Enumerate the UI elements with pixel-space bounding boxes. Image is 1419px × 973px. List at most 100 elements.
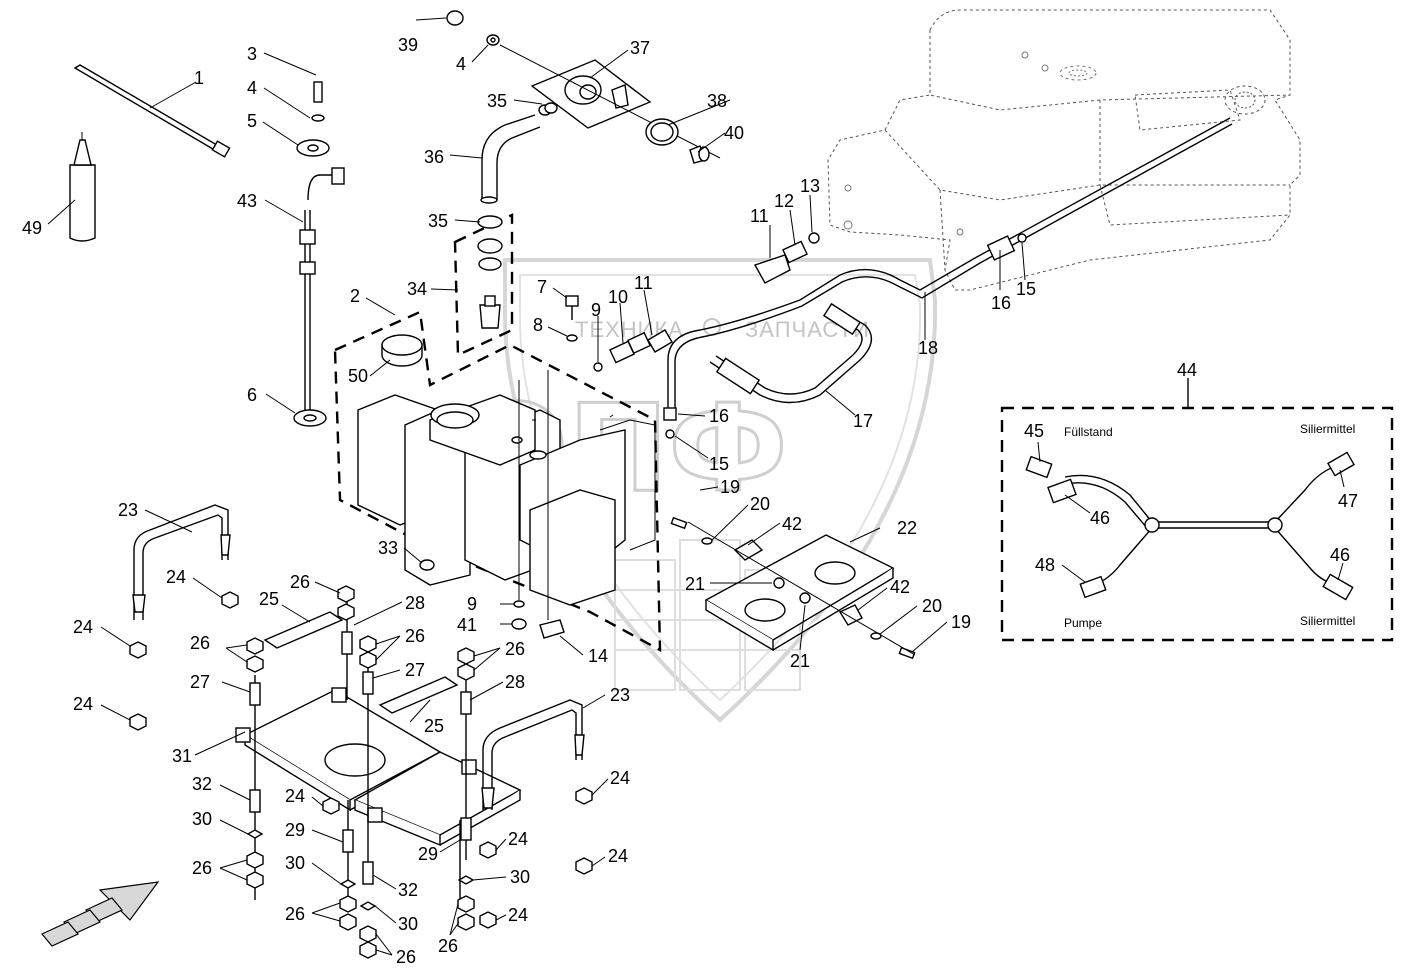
callout-30b: 30 — [285, 853, 305, 873]
callout-48: 48 — [1035, 555, 1055, 575]
callout-21: 21 — [685, 574, 705, 594]
group-34 — [453, 213, 514, 357]
cable-tie-1 — [73, 64, 231, 158]
hose-17 — [709, 302, 873, 404]
callout-24e: 24 — [285, 786, 305, 806]
callout-10: 10 — [608, 287, 628, 307]
callout-36: 36 — [424, 147, 444, 167]
callout-42: 42 — [782, 514, 802, 534]
callout-16b: 16 — [709, 406, 729, 426]
bracket-22 — [670, 516, 916, 660]
callout-15b: 15 — [709, 454, 729, 474]
callout-28b: 28 — [505, 672, 525, 692]
callout-41: 41 — [457, 615, 477, 635]
callout-32: 32 — [192, 774, 212, 794]
callout-24d: 24 — [610, 768, 630, 788]
callout-43: 43 — [237, 191, 257, 211]
direction-arrow-icon — [41, 881, 160, 947]
callout-26d: 26 — [505, 639, 525, 659]
callout-38: 38 — [707, 91, 727, 111]
callout-2: 2 — [350, 286, 360, 306]
callout-34: 34 — [407, 279, 427, 299]
plate-37 — [446, 10, 721, 164]
callout-49: 49 — [22, 218, 42, 238]
callout-27: 27 — [190, 672, 210, 692]
callout-5: 5 — [247, 111, 257, 131]
callout-30d: 30 — [398, 914, 418, 934]
callout-30: 30 — [192, 809, 212, 829]
cap-50 — [381, 334, 423, 367]
callout-26h: 26 — [396, 947, 416, 967]
callout-26c: 26 — [405, 626, 425, 646]
callout-26a: 26 — [290, 572, 310, 592]
callout-9: 9 — [591, 300, 601, 320]
tank-2 — [333, 310, 662, 653]
callout-26g: 26 — [438, 936, 458, 956]
callout-16: 16 — [991, 293, 1011, 313]
callout-11: 11 — [634, 273, 653, 293]
callout-42b: 42 — [890, 577, 910, 597]
inset-label-fuellstand: Füllstand — [1064, 425, 1113, 439]
callout-14: 14 — [588, 646, 608, 666]
bolts-7-8-9 — [419, 295, 579, 639]
callout-20: 20 — [750, 494, 770, 514]
callout-39: 39 — [398, 35, 418, 55]
callout-33: 33 — [378, 538, 398, 558]
inset-label-pumpe: Pumpe — [1064, 616, 1102, 630]
callout-23: 23 — [118, 500, 138, 520]
callout-24f: 24 — [508, 829, 528, 849]
callout-21b: 21 — [790, 651, 810, 671]
callout-20b: 20 — [922, 596, 942, 616]
callout-46b: 46 — [1330, 545, 1350, 565]
callout-30c: 30 — [510, 867, 530, 887]
hose-18 — [667, 117, 1233, 420]
callout-numbers: 1 2 3 4 4 5 6 7 8 9 9 10 11 11 12 13 14 … — [22, 35, 1358, 967]
callout-45: 45 — [1024, 421, 1044, 441]
callout-24h: 24 — [508, 905, 528, 925]
callout-44: 44 — [1177, 360, 1197, 380]
sealant-tube-49 — [69, 132, 96, 242]
callout-19b: 19 — [951, 612, 971, 632]
machine-body-outline — [827, 9, 1301, 291]
level-sensor-43 — [293, 81, 345, 427]
callout-35: 35 — [487, 91, 507, 111]
callout-3: 3 — [247, 44, 257, 64]
callout-26f: 26 — [285, 904, 305, 924]
callout-29: 29 — [285, 820, 305, 840]
callout-32b: 32 — [398, 880, 418, 900]
callout-24g: 24 — [608, 846, 628, 866]
hose-36 — [480, 102, 558, 204]
callout-25: 25 — [259, 589, 279, 609]
callout-29b: 29 — [418, 844, 438, 864]
callout-25b: 25 — [424, 716, 444, 736]
callout-37: 37 — [630, 38, 650, 58]
callout-24a: 24 — [166, 567, 186, 587]
callout-46: 46 — [1090, 508, 1110, 528]
callout-22: 22 — [897, 518, 917, 538]
inset-44-harness: Füllstand Siliermittel Pumpe Siliermitte… — [1000, 378, 1394, 642]
leader-lines — [47, 17, 1345, 956]
callout-18: 18 — [918, 338, 938, 358]
callout-26b: 26 — [190, 633, 210, 653]
callout-7: 7 — [537, 277, 547, 297]
callout-31: 31 — [172, 746, 192, 766]
callout-11b: 11 — [750, 206, 769, 226]
callout-26e: 26 — [192, 858, 212, 878]
inset-label-siliermittel-bottom: Siliermittel — [1300, 614, 1355, 628]
callout-1: 1 — [194, 68, 204, 88]
nuts — [129, 585, 593, 959]
callout-13: 13 — [800, 176, 820, 196]
callout-47: 47 — [1338, 491, 1358, 511]
callout-12: 12 — [774, 191, 794, 211]
callout-27b: 27 — [405, 660, 425, 680]
callout-17: 17 — [853, 411, 873, 431]
callout-28: 28 — [405, 593, 425, 613]
support-frame — [129, 504, 593, 959]
callout-50: 50 — [348, 366, 368, 386]
callout-4b: 4 — [456, 54, 466, 74]
callout-23b: 23 — [610, 685, 630, 705]
callout-24b: 24 — [73, 617, 93, 637]
callout-6: 6 — [247, 385, 257, 405]
callout-19: 19 — [720, 477, 740, 497]
